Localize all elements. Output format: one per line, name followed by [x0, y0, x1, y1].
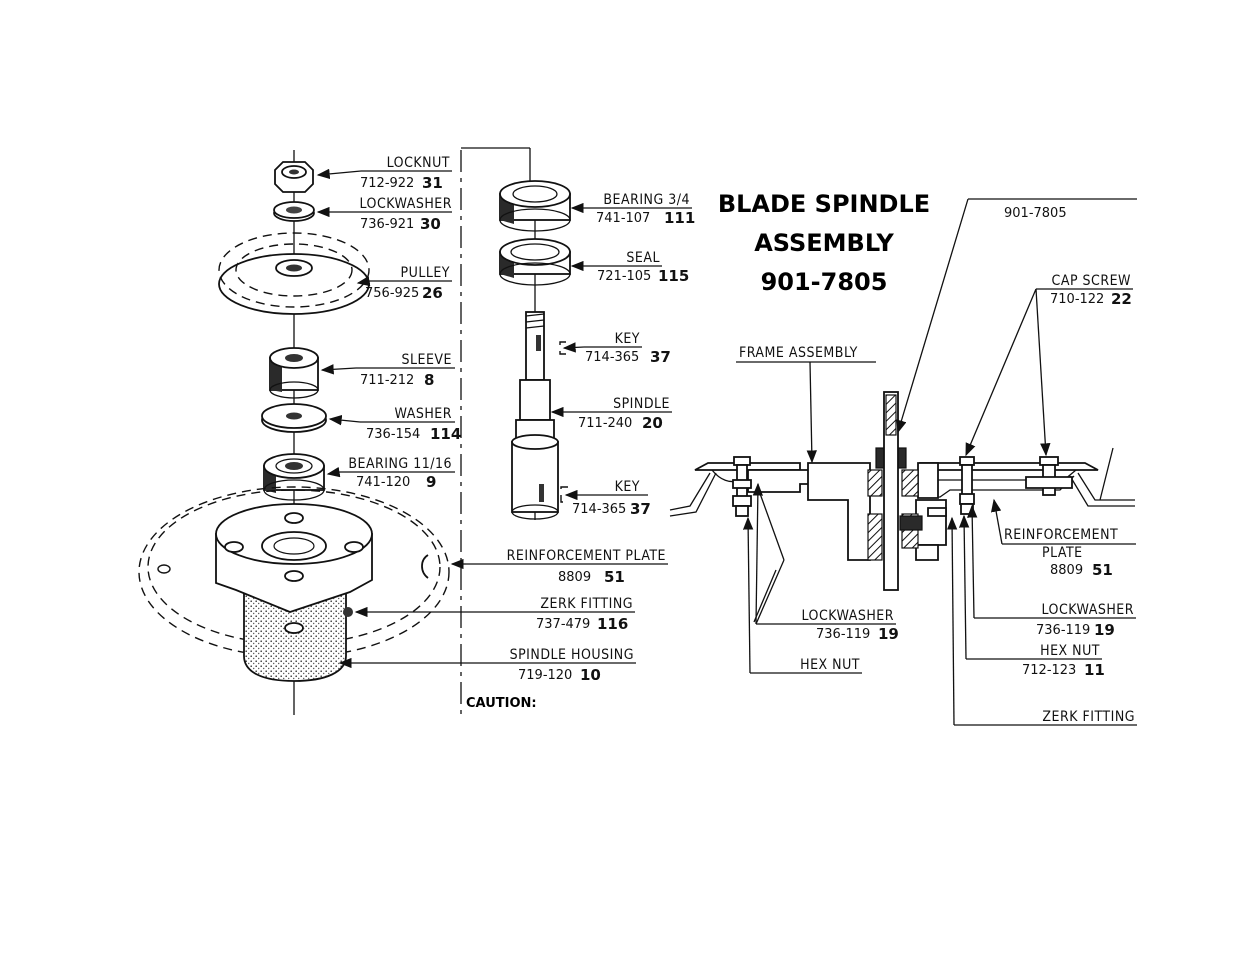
lockwasher-ref: 30	[420, 215, 441, 233]
cap-screw-label: CAP SCREW	[1052, 273, 1132, 289]
lockwasher-part-no: 736-921	[360, 217, 414, 232]
washer-part	[261, 403, 327, 433]
cap-screw-ref: 22	[1111, 290, 1132, 308]
spindle-label: SPINDLE	[613, 396, 670, 412]
sleeve-part-no: 711-212	[360, 373, 414, 388]
spindle-housing-part-no: 719-120	[518, 668, 572, 683]
pulley-ref: 26	[422, 284, 443, 302]
key-upper-part	[559, 341, 566, 355]
title-line-1: BLADE SPINDLE	[718, 190, 930, 218]
spindle-part	[511, 311, 559, 520]
spindle-housing-label: SPINDLE HOUSING	[510, 647, 634, 663]
spindle-ref: 20	[642, 414, 663, 432]
title-line-2: ASSEMBLY	[754, 229, 894, 257]
zerk-fitting-part-no: 737-479	[536, 617, 590, 632]
pulley-label: PULLEY	[401, 265, 451, 281]
key-lower-part	[560, 486, 568, 503]
seal-label: SEAL	[626, 250, 660, 266]
zerk-fitting-label: ZERK FITTING	[540, 596, 633, 612]
lockwasher-label: LOCKWASHER	[360, 196, 452, 212]
key-lower-label: KEY	[615, 479, 640, 495]
bearing-3-4-part-no: 741-107	[596, 211, 650, 226]
section-zerk-fitting-label: ZERK FITTING	[1042, 709, 1135, 725]
lockwasher-left-part-no: 736-119	[816, 627, 870, 642]
spindle-part-no: 711-240	[578, 416, 632, 431]
lockwasher-right-part-no: 736-119	[1036, 623, 1090, 638]
washer-label: WASHER	[395, 406, 452, 422]
bearing-3-4-ref: 111	[664, 209, 695, 227]
section-reinforcement-ref: 51	[1092, 561, 1113, 579]
key-lower-ref: 37	[630, 500, 651, 518]
assembly-number-label: 901-7805	[1004, 206, 1067, 221]
lockwasher-left-ref: 19	[878, 625, 899, 643]
section-reinforcement-label-2: PLATE	[1042, 545, 1083, 561]
key-upper-label: KEY	[615, 331, 640, 347]
locknut-label: LOCKNUT	[387, 155, 450, 171]
hex-nut-right-part-no: 712-123	[1022, 663, 1076, 678]
section-reinforcement-part-no: 8809	[1050, 563, 1083, 578]
cap-screw-part-no: 710-122	[1050, 292, 1104, 307]
bearing-11-16-ref: 9	[426, 473, 436, 491]
reinforcement-plate-label: REINFORCEMENT PLATE	[507, 548, 666, 564]
seal-ref: 115	[658, 267, 689, 285]
lockwasher-left-label: LOCKWASHER	[802, 608, 894, 624]
frame-assembly-label: FRAME ASSEMBLY	[739, 345, 858, 361]
seal-part-no: 721-105	[597, 269, 651, 284]
exploded-view	[138, 147, 571, 715]
seal-part	[499, 238, 571, 286]
key-upper-ref: 37	[650, 348, 671, 366]
bearing-3-4-label: BEARING 3/4	[603, 192, 690, 208]
pulley-part-no: 756-925	[365, 286, 419, 301]
reinforcement-plate-ref: 51	[604, 568, 625, 586]
sleeve-label: SLEEVE	[402, 352, 453, 368]
key-upper-part-no: 714-365	[585, 350, 639, 365]
bearing-11-16-part	[263, 453, 325, 501]
hex-nut-right-ref: 11	[1084, 661, 1105, 679]
bearing-11-16-part-no: 741-120	[356, 475, 410, 490]
lockwasher-right-ref: 19	[1094, 621, 1115, 639]
bearing-11-16-label: BEARING 11/16	[348, 456, 452, 472]
lockwasher-part	[273, 201, 315, 222]
hex-nut-right-label: HEX NUT	[1040, 643, 1100, 659]
key-lower-part-no: 714-365	[572, 502, 626, 517]
reinforcement-plate-part-no: 8809	[558, 570, 591, 585]
lockwasher-right-label: LOCKWASHER	[1042, 602, 1134, 618]
locknut-ref: 31	[422, 174, 443, 192]
washer-part-no: 736-154	[366, 427, 420, 442]
locknut-part-no: 712-922	[360, 176, 414, 191]
caution-label: CAUTION:	[466, 696, 537, 711]
sleeve-part	[269, 347, 319, 399]
locknut-part	[274, 161, 314, 193]
reinforcement-plate-outline	[138, 486, 450, 658]
spindle-housing-ref: 10	[580, 666, 601, 684]
bearing-3-4-part	[499, 180, 571, 232]
hex-nut-left-label: HEX NUT	[800, 657, 860, 673]
title-line-3: 901-7805	[761, 268, 888, 296]
sleeve-ref: 8	[424, 371, 434, 389]
zerk-fitting-ref: 116	[597, 615, 628, 633]
spindle-housing-part	[215, 503, 373, 682]
washer-ref: 114	[430, 425, 461, 443]
pulley-part	[218, 232, 370, 315]
section-reinforcement-label-1: REINFORCEMENT	[1004, 527, 1118, 543]
